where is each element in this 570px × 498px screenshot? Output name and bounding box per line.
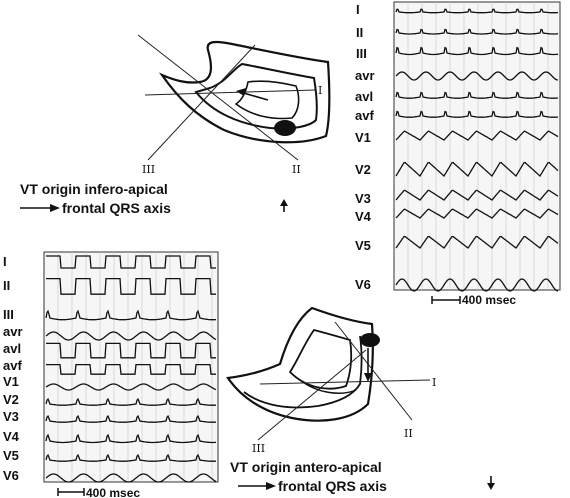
ecg-trace [45, 309, 217, 321]
bottom-heart-band [243, 335, 363, 409]
bottom-axis-lead-I [259, 379, 431, 385]
top-heart-diagram: I II III [137, 34, 331, 176]
bottom-lead-labels: I II III avr avl avf V1 V2 V3 V4 V5 V6 [3, 254, 23, 483]
ecg-trace [45, 331, 217, 341]
bottom-lead-avr: avr [3, 324, 23, 339]
ecg-trace [45, 397, 216, 406]
bottom-lead-III: III [3, 307, 14, 322]
top-axis-label-I: I [318, 84, 322, 97]
ecg-trace [45, 433, 216, 444]
ecg-trace [395, 8, 558, 14]
ecg-trace [45, 383, 217, 391]
top-lead-v3: V3 [355, 191, 371, 206]
top-lead-avr: avr [355, 68, 375, 83]
top-qrs-arrowhead [236, 88, 246, 96]
ecg-trace [395, 71, 559, 81]
bottom-axis-label-III: III [252, 442, 265, 455]
top-lead-v4: V4 [355, 209, 372, 224]
bottom-vt-origin-dot [360, 333, 380, 347]
top-qrs-axis-arrow [239, 91, 269, 101]
top-lead-v1: V1 [355, 130, 371, 145]
top-lead-II: II [356, 25, 363, 40]
bottom-ecg-grid [43, 251, 219, 483]
top-axis-label-III: III [142, 163, 155, 176]
ecg-trace [45, 414, 216, 423]
ecg-trace [46, 255, 216, 269]
top-lead-v5: V5 [355, 238, 371, 253]
top-lead-III: III [356, 46, 367, 61]
top-lead-I: I [356, 2, 360, 17]
top-scale-label: 400 msec [462, 293, 516, 307]
ecg-trace [395, 161, 559, 178]
bottom-heart-outer [226, 306, 374, 422]
bottom-caption-line2: frontal QRS axis [278, 478, 387, 494]
bottom-axis-lead-III [257, 349, 367, 441]
ecg-trace [45, 473, 217, 483]
ecg-trace [46, 342, 216, 359]
bottom-caption-arrow-head [266, 482, 276, 490]
top-lead-avf: avf [355, 108, 374, 123]
bottom-axis-label-I: I [432, 376, 436, 389]
bottom-scale-bar: 400 msec [57, 486, 140, 498]
ecg-trace [395, 208, 559, 219]
top-heart-outer [158, 40, 331, 144]
ecg-trace [45, 453, 216, 462]
ecg-trace [395, 278, 559, 292]
ecg-trace [395, 28, 559, 35]
bottom-lead-II: II [3, 278, 10, 293]
bottom-lead-v1: V1 [3, 374, 19, 389]
bottom-axis-down-arrow-icon [487, 476, 495, 490]
bottom-lead-avl: avl [3, 341, 21, 356]
ecg-trace [395, 46, 559, 56]
bottom-scale-label: 400 msec [86, 486, 140, 498]
top-axis-lead-I [144, 89, 316, 96]
ecg-trace [395, 110, 559, 118]
ecg-trace [46, 277, 216, 295]
top-lead-labels: I II III avr avl avf V1 V2 V3 V4 V5 V6 [355, 2, 375, 292]
top-scale-bar: 400 msec [431, 293, 516, 307]
bottom-ecg-traces [45, 255, 217, 483]
top-caption-line2: frontal QRS axis [62, 200, 171, 216]
bottom-lead-v5: V5 [3, 448, 19, 463]
top-lead-avl: avl [355, 89, 373, 104]
bottom-lead-v6: V6 [3, 468, 19, 483]
bottom-lead-v2: V2 [3, 392, 19, 407]
top-axis-up-arrow-icon [280, 199, 288, 212]
top-axis-lead-III [147, 44, 256, 161]
bottom-caption-line1: VT origin antero-apical [230, 459, 382, 475]
bottom-ecg-gridlines [57, 252, 213, 482]
bottom-lead-I: I [3, 254, 7, 269]
ecg-trace [395, 235, 559, 249]
top-heart-inner [194, 62, 318, 130]
bottom-heart-diagram: I II III [226, 306, 436, 455]
top-axis-label-II: II [292, 163, 301, 176]
bottom-lead-avf: avf [3, 358, 22, 373]
bottom-axis-label-II: II [404, 427, 413, 440]
top-caption-line1: VT origin infero-apical [20, 181, 168, 197]
bottom-lead-v3: V3 [3, 409, 19, 424]
top-caption-arrow-head [50, 204, 60, 212]
top-vt-origin-dot [274, 120, 296, 136]
ecg-trace [46, 363, 216, 375]
bottom-axis-lead-II [334, 321, 413, 421]
bottom-lead-v4: V4 [3, 429, 20, 444]
ecg-trace [395, 91, 559, 99]
top-ecg-traces [395, 8, 559, 292]
top-axis-lead-II [137, 34, 299, 161]
top-heart-cavity [234, 80, 300, 120]
ecg-trace [395, 130, 559, 141]
bottom-qrs-arrowhead [364, 373, 372, 382]
top-lead-v2: V2 [355, 162, 371, 177]
top-lead-v6: V6 [355, 277, 371, 292]
ecg-trace [395, 189, 559, 201]
bottom-heart-inner [288, 328, 353, 390]
